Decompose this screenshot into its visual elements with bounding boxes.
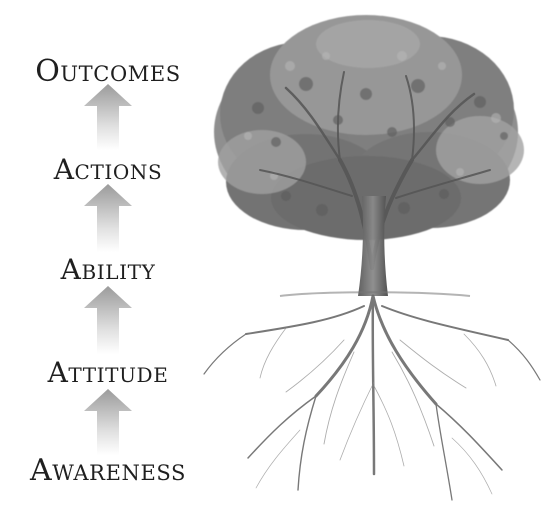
tree-trunk (358, 196, 388, 296)
label-ability: Ability (60, 253, 156, 286)
label-awareness: Awareness (29, 453, 187, 488)
tree-roots (203, 294, 541, 501)
up-arrow-icon (84, 286, 132, 354)
label-attitude: Attitude (47, 356, 169, 389)
tree-branches (259, 71, 491, 270)
label-actions: Actions (53, 153, 163, 186)
tree-canopy (214, 15, 524, 240)
label-outcomes: Outcomes (35, 54, 181, 89)
up-arrow-icon (84, 389, 132, 455)
up-arrow-icon (84, 184, 132, 252)
up-arrow-icon (84, 84, 132, 150)
ground-line (279, 291, 471, 297)
tree-illustration (190, 0, 542, 525)
